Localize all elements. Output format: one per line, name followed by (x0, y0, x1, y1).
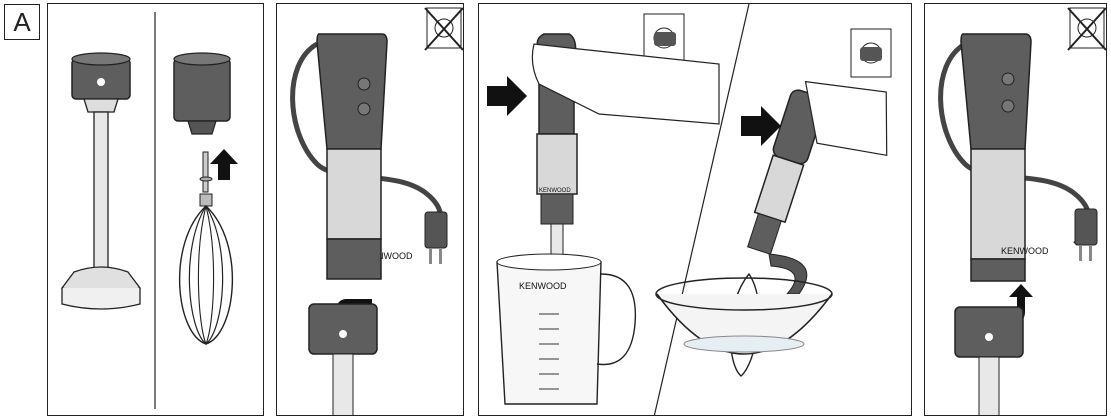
motor-unit: KENWOOD (960, 33, 1049, 282)
whisk-gearbox (173, 52, 231, 135)
press-arrow-icon-2 (741, 106, 781, 146)
no-plug-icon (1067, 7, 1106, 51)
shaft-head (308, 303, 378, 415)
wall-socket-2 (850, 28, 892, 78)
hand-holding-blender-right (746, 80, 888, 255)
speed-button-1-icon (357, 77, 371, 91)
mixing-bowl (655, 277, 833, 355)
blender-shaft-assembly (60, 52, 142, 310)
speed-button-2-icon (357, 102, 371, 116)
speed-button-2-icon (1001, 99, 1015, 113)
svg-text:KENWOOD: KENWOOD (519, 281, 567, 291)
panel-remove-attachment: KENWOOD (924, 3, 1107, 416)
panel-3-illustration: KENWOOD KENWOOD (487, 4, 892, 415)
plug-in-socket-2 (860, 47, 882, 61)
no-plug-icon (424, 7, 463, 51)
power-plug (424, 211, 448, 264)
panel-unplug-and-attach: KENWOOD (276, 3, 464, 416)
whisk-attachment (179, 151, 233, 346)
panel-4-illustration: KENWOOD (938, 7, 1106, 415)
measuring-jug: KENWOOD (496, 253, 637, 405)
panel-1-illustration (60, 12, 238, 409)
panel-split-line (653, 4, 750, 415)
triblade-logo-icon (97, 78, 105, 86)
motor-unit: KENWOOD (316, 33, 413, 280)
up-arrow-icon (210, 149, 238, 180)
rotation-arrow-icon (768, 253, 808, 295)
brand-label: KENWOOD (365, 251, 413, 261)
plug-in-socket-1 (654, 32, 676, 46)
shaft-head (954, 306, 1024, 415)
press-arrow-icon-1 (487, 76, 527, 116)
speed-button-1-icon (1001, 72, 1015, 86)
power-plug (1074, 208, 1098, 261)
panel-operate-in-jug-and-bowl: KENWOOD KENWOOD (478, 3, 912, 416)
panel-2-illustration: KENWOOD (290, 7, 463, 415)
hand-holding-blender-left: KENWOOD (531, 33, 720, 345)
svg-text:KENWOOD: KENWOOD (1001, 246, 1049, 256)
panel-attach-whisk (47, 3, 264, 416)
section-label: A (4, 4, 40, 40)
svg-text:KENWOOD: KENWOOD (539, 188, 571, 194)
